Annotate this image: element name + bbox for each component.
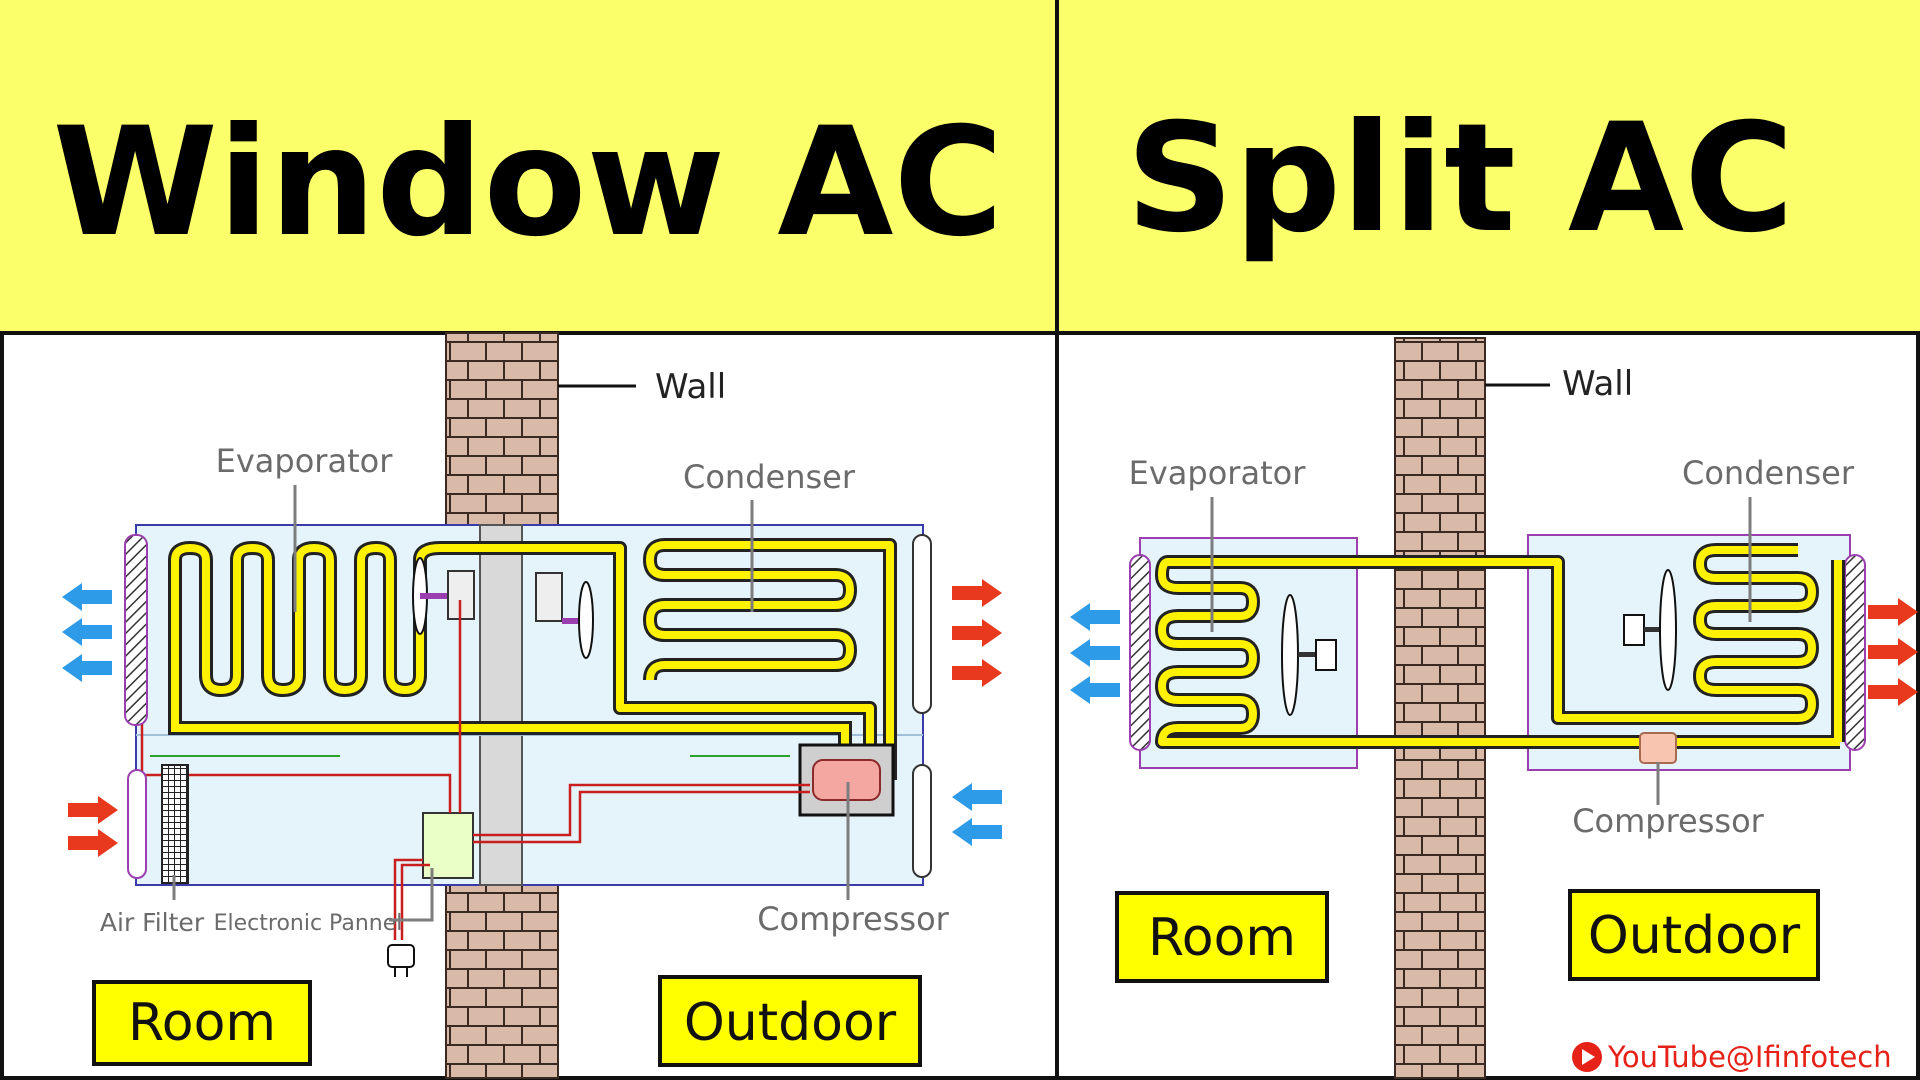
wall-label-right: Wall [1562, 364, 1633, 404]
outer-border [0, 331, 1920, 1080]
header-right-bg [1057, 0, 1920, 333]
window-ac-panel: Wall [62, 332, 1002, 1079]
hot-air-arrows-left-in [68, 796, 118, 857]
electronic-panel [422, 812, 474, 879]
outdoor-label-right: Outdoor [1588, 906, 1801, 966]
youtube-watermark[interactable]: YouTube@Ifinfotech [1572, 1040, 1892, 1074]
electronic-panel-label: Electronic Pannel [214, 911, 403, 936]
plug-icon [387, 944, 415, 977]
outdoor-label-left: Outdoor [684, 993, 897, 1053]
unit-wall-sleeve [479, 524, 523, 886]
outdoor-unit [1527, 534, 1851, 771]
wall-label-left: Wall [655, 367, 726, 407]
wall-right [1394, 337, 1486, 1079]
cold-air-arrows-left [62, 583, 112, 682]
outdoor-box-right [1568, 889, 1820, 981]
header-left-bg [0, 0, 1057, 333]
room-box-right [1115, 891, 1329, 983]
room-grille-bottom [127, 769, 147, 879]
outdoor-grille-top [912, 534, 932, 714]
evaporator-label-right: Evaporator [1129, 454, 1307, 492]
compressor-label-left: Compressor [757, 900, 949, 938]
condenser-label-right: Condenser [1682, 454, 1855, 492]
split-ac-title: Split AC [1126, 92, 1794, 266]
watermark-text: YouTube@Ifinfotech [1607, 1040, 1892, 1074]
cold-air-arrows-left-in [952, 783, 1002, 846]
room-label-left: Room [128, 993, 276, 1053]
evaporator-label-left: Evaporator [216, 442, 394, 480]
air-filter [161, 764, 189, 884]
room-label-right: Room [1148, 908, 1296, 968]
outdoor-box-left [658, 975, 922, 1067]
youtube-icon [1572, 1042, 1602, 1072]
split-ac-panel: Wall [1070, 337, 1918, 1079]
air-filter-label: Air Filter [100, 908, 205, 937]
indoor-grille [1129, 554, 1151, 751]
compressor-label-right: Compressor [1572, 802, 1764, 840]
window-ac-title: Window AC [52, 96, 1003, 270]
hot-air-arrows-right [1868, 598, 1918, 706]
compressor-right [1639, 732, 1677, 764]
room-box-left [92, 980, 312, 1066]
cold-air-arrows-right [1070, 603, 1120, 704]
fan-icon [535, 572, 594, 659]
fan-icon [1623, 569, 1677, 691]
room-grille-top [124, 534, 148, 726]
outdoor-grille-bottom [912, 764, 932, 878]
outdoor-grille [1844, 554, 1866, 751]
hot-air-arrows-left-out [952, 579, 1002, 687]
fan-icon [1281, 594, 1337, 716]
condenser-label-left: Condenser [683, 458, 856, 496]
